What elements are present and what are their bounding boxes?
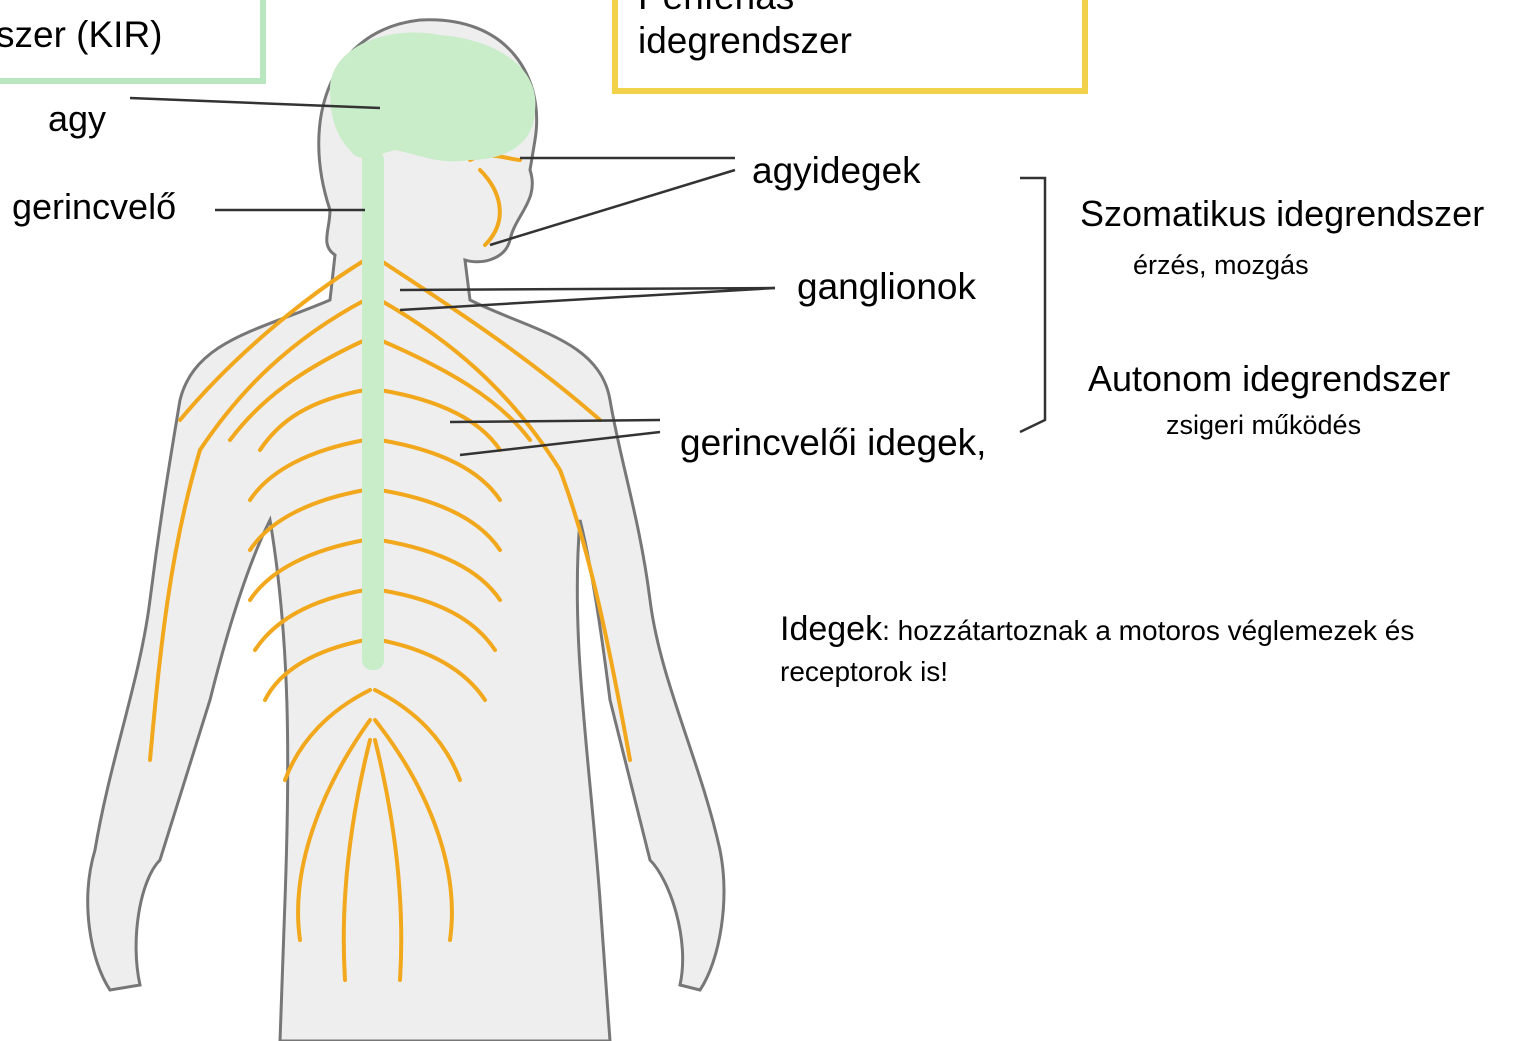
autonomic-description: zsigeri működés [1166, 410, 1361, 441]
label-spinal-cord: gerincvelő [12, 186, 176, 228]
nerves-note-term: Idegek [780, 610, 882, 648]
label-spinal-nerves: gerincvelői idegek, [680, 422, 986, 464]
cns-box: szer (KIR) [0, 0, 266, 84]
nerves-note-text-line1: : hozzátartoznak a motoros véglemezek és [882, 615, 1414, 646]
label-ganglia: ganglionok [797, 266, 976, 308]
nerves-note-text-line2: receptorok is! [780, 656, 948, 688]
pns-box: Periferiás idegrendszer [612, 0, 1088, 94]
label-brain: agy [48, 98, 106, 140]
somatic-title: Szomatikus idegrendszer [1080, 193, 1484, 235]
cns-box-label: szer (KIR) [0, 14, 163, 56]
pns-box-label-line1: Periferiás [638, 0, 794, 18]
autonomic-title: Autonom idegrendszer [1088, 358, 1450, 400]
label-cranial-nerves: agyidegek [752, 150, 921, 192]
spinal-cord-shape [362, 150, 384, 670]
pns-box-label-line2: idegrendszer [638, 20, 852, 62]
nerves-note: Idegek: hozzátartoznak a motoros végleme… [780, 610, 1523, 649]
body-silhouette [88, 20, 724, 1041]
somatic-description: érzés, mozgás [1133, 250, 1309, 281]
classification-bracket [1020, 178, 1045, 432]
